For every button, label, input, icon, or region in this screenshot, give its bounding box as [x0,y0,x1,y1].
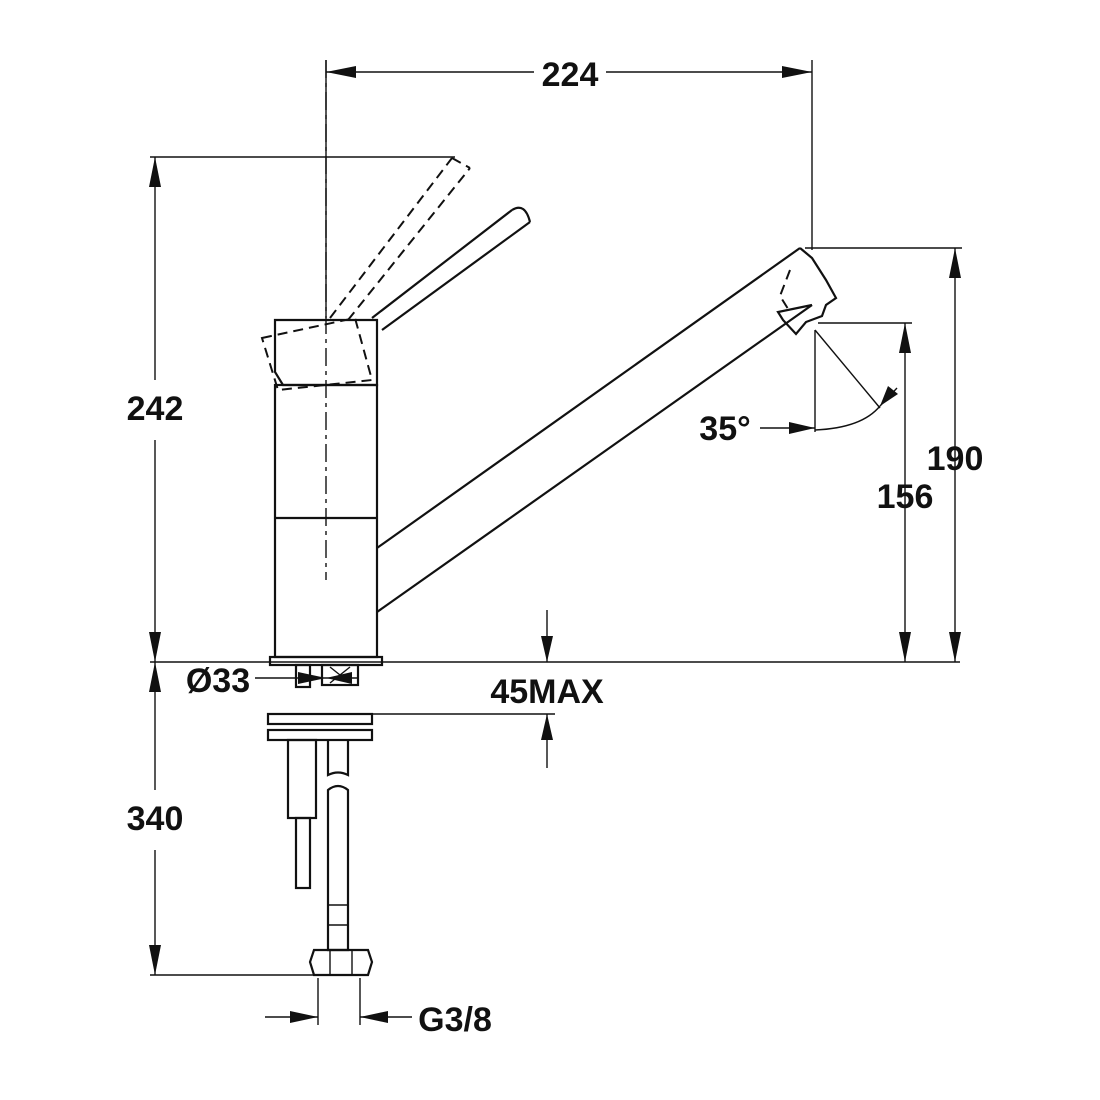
handle-solid [371,206,532,331]
stud-lower [294,816,312,890]
dim-156: 156 [818,322,934,662]
label-g38: G3/8 [418,1001,492,1039]
threaded-stud [286,738,318,820]
dim-diameter-33: Ø33 [186,662,358,700]
under-deck-assembly [266,663,374,977]
hose-nut-top [320,663,360,687]
hose-lower [326,784,350,952]
hose-upper [326,740,350,777]
dim-242: 242 [127,156,455,662]
label-156: 156 [877,478,934,516]
label-224: 224 [542,56,599,94]
hose-nut [308,948,374,977]
dim-angle-35: 35° [699,329,898,448]
label-340: 340 [127,800,184,838]
label-d33: Ø33 [186,662,250,700]
dim-340: 340 [127,662,315,976]
dim-190: 190 [805,247,984,662]
spout [376,247,838,613]
handle-dashed [329,157,471,321]
lever-head-alt [260,316,374,392]
faucet-base-plate [268,655,384,667]
label-242: 242 [127,390,184,428]
dim-45max: 45MAX [372,610,604,768]
label-35deg: 35° [699,410,750,448]
label-45max: 45MAX [490,673,604,711]
washer-plate [266,712,374,726]
fixing-plate [266,728,374,742]
dim-g38: G3/8 [265,978,492,1039]
label-190: 190 [927,440,984,478]
dim-224: 224 [325,56,813,318]
faucet-body [260,316,384,667]
